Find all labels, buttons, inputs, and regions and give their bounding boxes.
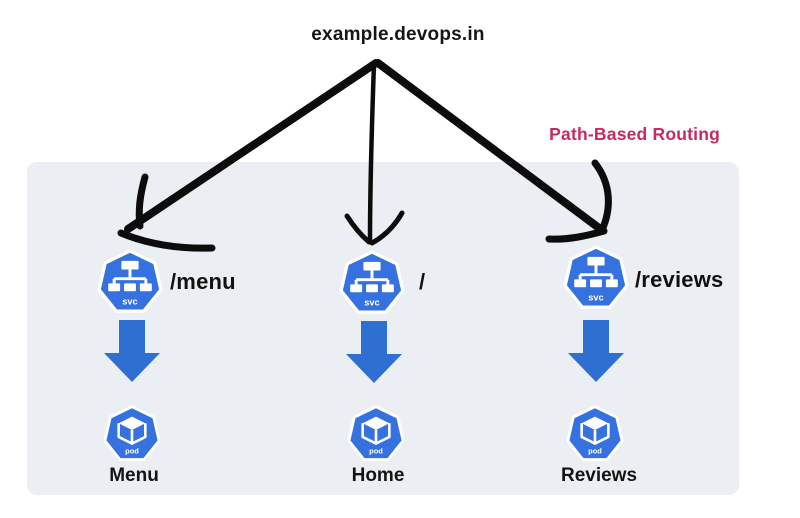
- svc-icon-reviews: svc: [563, 245, 629, 309]
- path-label-menu: /menu: [170, 269, 236, 294]
- pod-label-reviews: Reviews: [560, 465, 638, 486]
- svg-text:pod: pod: [588, 447, 602, 456]
- pod-icon-home: pod: [347, 405, 405, 462]
- svc-icon-home: svc: [339, 250, 405, 314]
- svg-text:pod: pod: [369, 447, 383, 456]
- svg-text:svc: svc: [122, 296, 137, 306]
- path-label-reviews: /reviews: [635, 267, 724, 292]
- path-based-routing-label: Path-Based Routing: [549, 124, 720, 144]
- svg-text:svc: svc: [588, 292, 603, 302]
- pod-icon-reviews: pod: [566, 405, 624, 462]
- svc-to-pod-arrow-home: [346, 321, 402, 383]
- svc-to-pod-arrow-menu: [104, 320, 160, 382]
- svg-text:svc: svc: [364, 297, 379, 307]
- svc-icon-menu: svc: [97, 249, 163, 313]
- svc-to-pod-arrow-reviews: [568, 320, 624, 382]
- svg-text:pod: pod: [125, 447, 139, 456]
- path-label-home: /: [419, 269, 426, 294]
- pod-icon-menu: pod: [103, 405, 161, 462]
- pod-label-menu: Menu: [109, 465, 159, 486]
- pod-label-home: Home: [351, 465, 405, 486]
- page-title: example.devops.in: [311, 24, 485, 45]
